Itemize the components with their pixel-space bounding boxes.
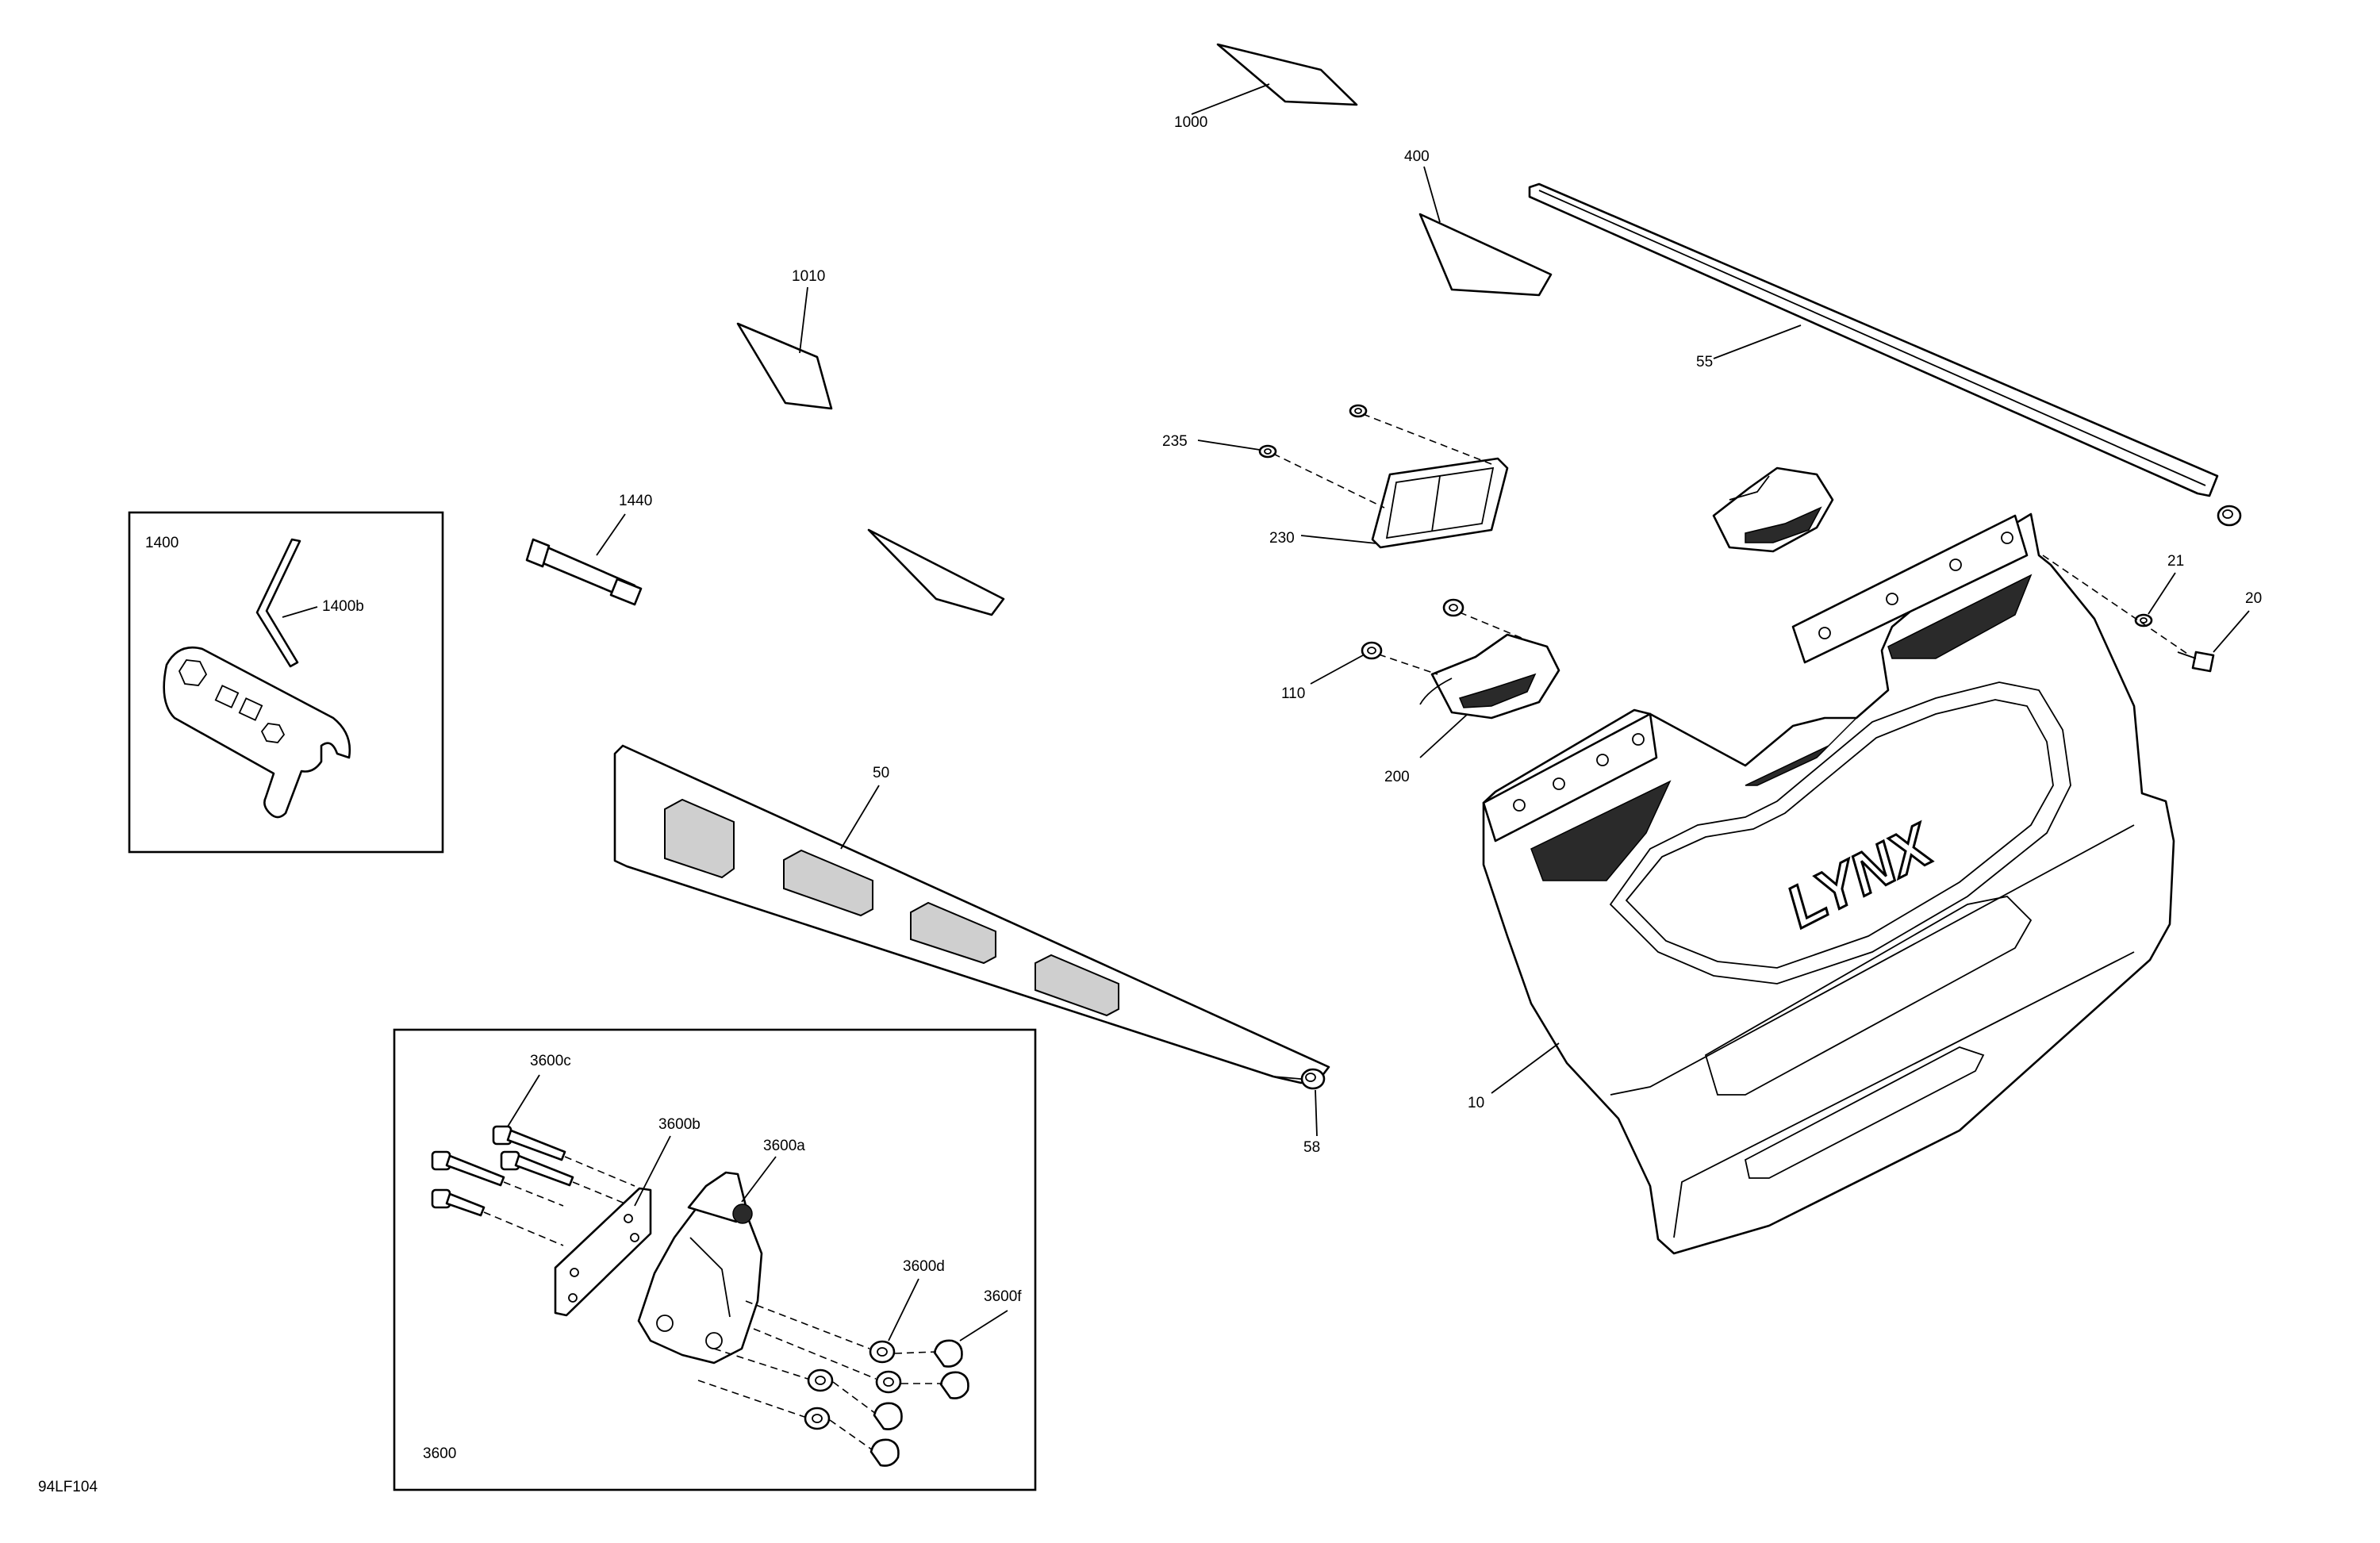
leader-58 [1315, 1089, 1318, 1137]
leader-3600a [741, 1156, 777, 1203]
light-230 [1371, 457, 1509, 549]
callout-3600: 3600 [423, 1445, 456, 1462]
dash-3600c-4 [483, 1211, 564, 1246]
callout-400: 400 [1404, 148, 1430, 165]
callout-1010: 1010 [792, 268, 825, 285]
leader-3600c [507, 1074, 540, 1127]
dash-3600d-4 [697, 1380, 805, 1418]
dash-3600d-3 [713, 1348, 808, 1380]
decal-1000 [1216, 43, 1358, 106]
leader-21 [2148, 572, 2176, 615]
leader-230 [1300, 535, 1377, 544]
callout-1440: 1440 [619, 493, 652, 509]
nut-58 [1300, 1068, 1326, 1090]
leader-1400b [282, 606, 318, 618]
clip-235a [1258, 444, 1277, 459]
callout-1400: 1400 [145, 535, 178, 551]
cap-3600f-2 [939, 1371, 969, 1399]
leader-110 [1310, 654, 1364, 685]
nut-110a [1361, 641, 1383, 660]
dash-3600d-2 [753, 1328, 877, 1380]
leader-3600d [888, 1278, 919, 1341]
nut-110b [1442, 598, 1464, 617]
nut-3600d-1 [869, 1340, 896, 1364]
callout-58: 58 [1303, 1139, 1320, 1156]
dash-110b [1459, 612, 1524, 639]
cap-3600f-4 [869, 1438, 900, 1467]
leader-1010 [799, 286, 808, 354]
nut-3600d-2 [875, 1370, 902, 1394]
callout-55: 55 [1696, 354, 1713, 370]
callout-3600d: 3600d [903, 1258, 945, 1275]
dash-3600f-3 [832, 1381, 877, 1414]
dash-3600c-1 [564, 1156, 635, 1187]
leader-20 [2213, 610, 2250, 653]
decal-small [867, 528, 1005, 616]
leader-200 [1419, 713, 1468, 758]
dash-3600f-4 [829, 1419, 873, 1451]
side-bracket-50 [613, 744, 1330, 1084]
callout-1000: 1000 [1174, 114, 1207, 131]
bolt-3600c-2 [500, 1150, 574, 1187]
nut-upper-right [2217, 505, 2242, 527]
rail-55 [1528, 182, 2219, 497]
dash-110a [1378, 654, 1438, 675]
bolt-3600c-1 [492, 1125, 566, 1161]
leader-3600f [959, 1310, 1008, 1341]
callout-3600c: 3600c [530, 1053, 571, 1069]
kit-box-1400 [128, 511, 444, 854]
hex-key-1400b [255, 538, 301, 668]
dash-3600c-3 [503, 1181, 564, 1207]
nut-3600d-3 [807, 1368, 834, 1392]
hitch-3600a [637, 1171, 763, 1365]
plate-3600b [554, 1187, 652, 1317]
light-200 [1419, 633, 1560, 720]
callout-20: 20 [2245, 590, 2262, 607]
nut-3600d-4 [804, 1407, 831, 1430]
dash-3600f-1 [894, 1351, 937, 1354]
callout-10: 10 [1468, 1095, 1484, 1111]
callout-3600a: 3600a [763, 1138, 805, 1154]
callout-3600b: 3600b [658, 1116, 701, 1133]
bolt-20 [2177, 651, 2215, 673]
leader-235 [1197, 439, 1261, 451]
dash-hardware [2042, 555, 2190, 656]
callout-1400b: 1400b [322, 598, 364, 615]
dash-235b [1362, 413, 1492, 465]
cap-3600f-1 [933, 1339, 963, 1368]
clip-235b [1349, 404, 1368, 418]
tool-1440 [525, 538, 643, 606]
dash-3600d-1 [745, 1300, 870, 1349]
kit-box-3600 [393, 1028, 1037, 1491]
washer-21 [2134, 613, 2153, 628]
leader-1000 [1191, 83, 1270, 115]
leader-400 [1423, 166, 1441, 223]
dash-235a [1273, 453, 1385, 509]
leader-50 [840, 785, 880, 850]
spanner-wrench [163, 646, 351, 819]
callout-50: 50 [873, 765, 889, 781]
figure-code: 94LF104 [38, 1479, 98, 1495]
leader-3600b [634, 1135, 671, 1207]
callout-3600f: 3600f [984, 1288, 1022, 1305]
bolt-3600c-3 [431, 1150, 505, 1187]
light-upper [1712, 466, 1834, 553]
callout-235: 235 [1162, 433, 1188, 450]
cap-3600f-3 [873, 1402, 903, 1430]
decal-1010 [736, 322, 833, 410]
callout-200: 200 [1384, 769, 1410, 785]
leader-55 [1713, 324, 1802, 359]
leader-10 [1491, 1042, 1560, 1094]
bolt-3600c-4 [431, 1188, 486, 1217]
rear-panel-10: LYNX [1482, 512, 2175, 1255]
decal-400 [1418, 213, 1553, 297]
callout-21: 21 [2167, 553, 2184, 570]
callout-230: 230 [1269, 530, 1295, 547]
leader-1440 [596, 513, 626, 556]
callout-110: 110 [1281, 685, 1305, 702]
